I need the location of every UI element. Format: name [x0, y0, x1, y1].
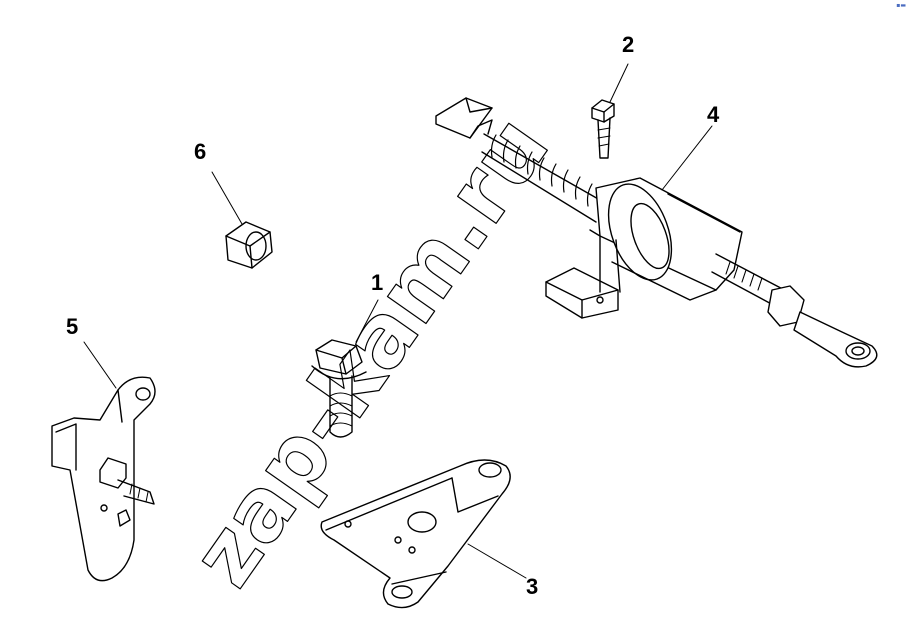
callout-5: 5 — [66, 314, 79, 339]
callout-4: 4 — [707, 102, 720, 127]
part-6-nut — [211, 171, 273, 269]
leader-4 — [661, 125, 713, 191]
corner-mark: ▪▬ — [896, 2, 906, 9]
callout-2: 2 — [622, 32, 635, 57]
part-5-lever — [51, 341, 156, 582]
part-4-actuator — [435, 97, 878, 368]
part-1-bolt — [311, 299, 379, 438]
callout-3: 3 — [526, 574, 539, 599]
part-3-plate — [320, 459, 527, 609]
callout-1: 1 — [371, 270, 384, 295]
callout-6: 6 — [194, 139, 207, 164]
part-2-bolt — [591, 63, 629, 159]
